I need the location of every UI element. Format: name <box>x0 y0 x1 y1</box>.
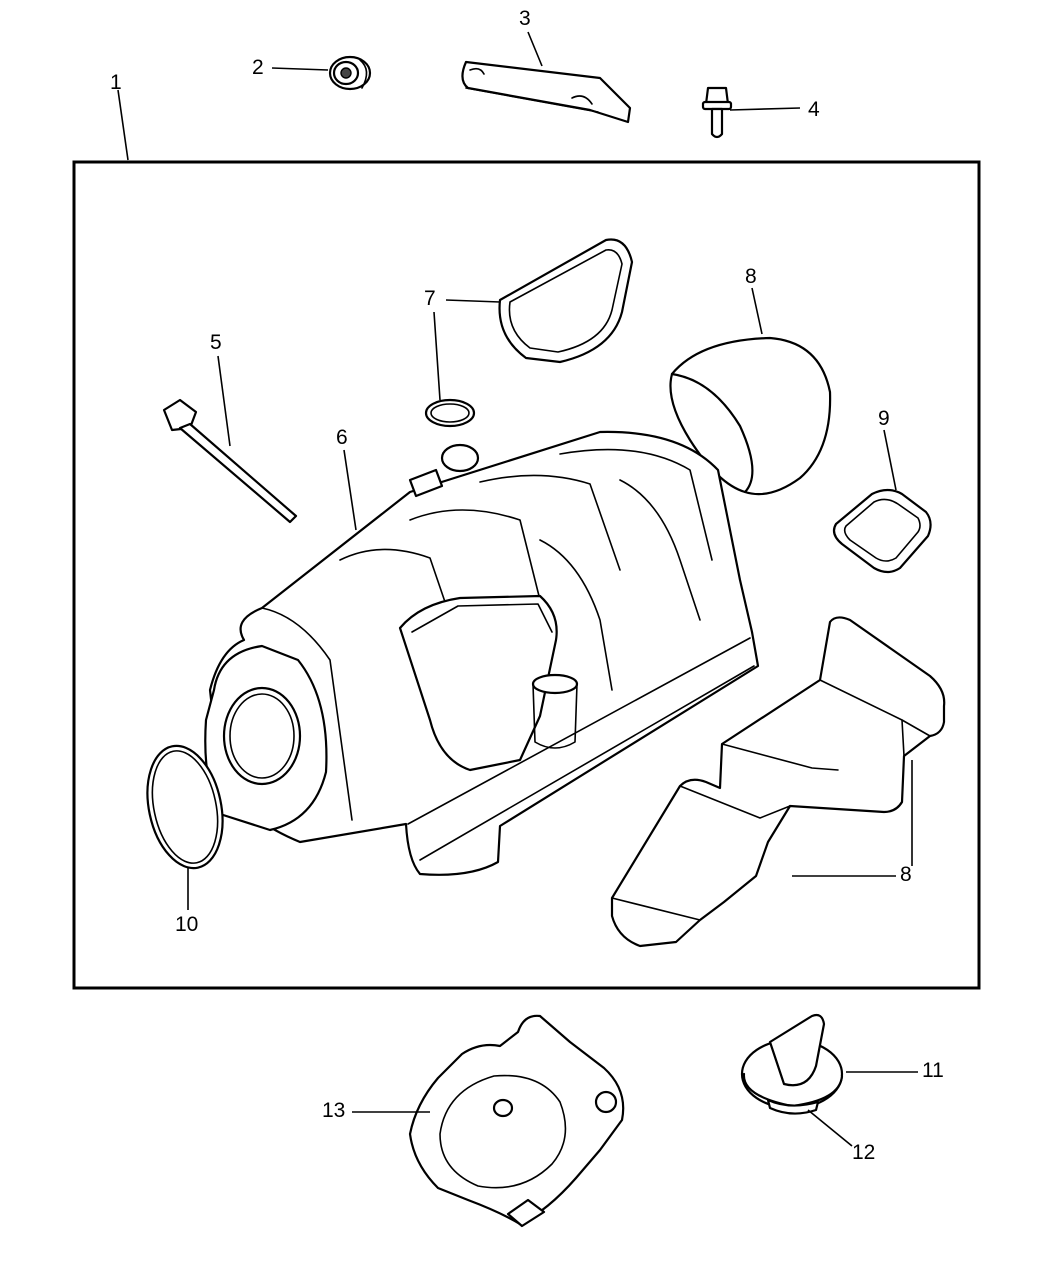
callout-3: 3 <box>519 7 531 30</box>
assembly-frame <box>72 160 981 990</box>
leader-1 <box>117 89 129 161</box>
o-ring-part <box>146 744 224 870</box>
callout-2: 2 <box>252 56 264 79</box>
callout-1: 1 <box>110 71 122 94</box>
callout-6: 6 <box>336 426 348 449</box>
sleeve-part <box>669 336 832 496</box>
leader-2 <box>271 67 329 71</box>
intake-manifold-part <box>204 430 760 876</box>
callout-5: 5 <box>210 331 222 354</box>
callout-8-lower: 8 <box>900 863 912 886</box>
leader-6 <box>343 449 357 531</box>
throttle-body-part <box>408 1014 625 1228</box>
grommet-part <box>328 55 372 91</box>
long-bolt-part <box>162 398 298 524</box>
leader-12 <box>807 1109 853 1147</box>
gasket-part <box>424 238 634 428</box>
leader-7 <box>433 299 501 401</box>
leader-5 <box>217 355 231 447</box>
leader-3 <box>527 31 543 67</box>
filler-cap-part <box>740 1013 844 1115</box>
leader-9 <box>883 429 897 491</box>
insulator-part <box>610 616 946 948</box>
callout-7: 7 <box>424 287 436 310</box>
callout-11: 11 <box>922 1059 944 1082</box>
callout-12: 12 <box>852 1141 876 1164</box>
leader-4 <box>729 107 801 111</box>
square-gasket-part <box>832 488 932 574</box>
callout-10: 10 <box>175 913 199 936</box>
callout-4: 4 <box>808 98 820 121</box>
callout-9: 9 <box>878 407 890 430</box>
callout-8-upper: 8 <box>745 265 757 288</box>
bolt-part <box>701 86 733 139</box>
callout-13: 13 <box>322 1099 346 1122</box>
leader-lines <box>117 31 918 1147</box>
bracket-part <box>461 60 632 124</box>
leader-8a <box>751 287 763 335</box>
